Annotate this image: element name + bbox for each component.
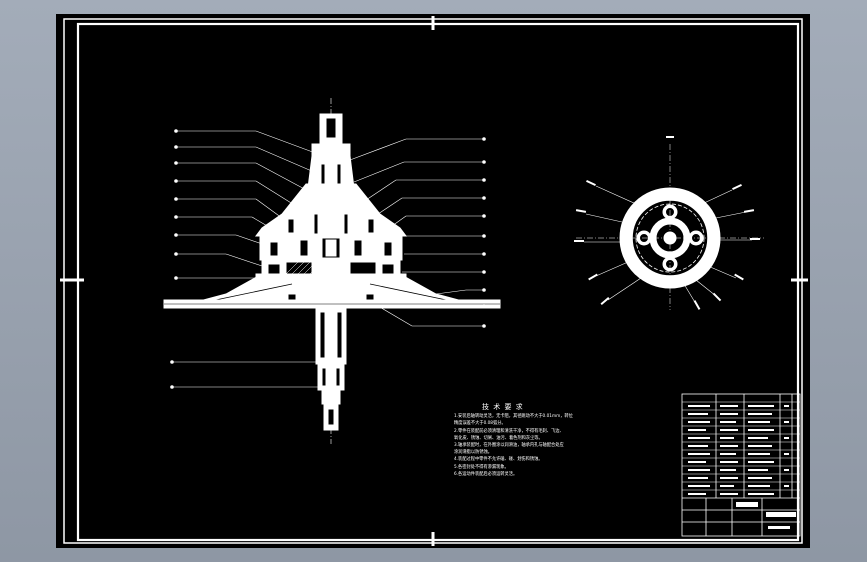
technical-requirements-heading: 技 术 要 求 — [482, 403, 524, 411]
title-block-text-marks — [688, 405, 796, 529]
title-block — [681, 393, 801, 537]
tech-note-item: 2.零件在装配前必须清理和清洗干净，不得有毛刺、飞边、 — [454, 428, 564, 434]
tech-note-item: 1.安装后轴转动灵活，无卡阻，其径跳动不大于0.01mm，转位 — [454, 414, 573, 420]
tech-note-item: 3.轴承装配时，在外圈涂以润滑油，轴承内孔与轴配合处应 — [454, 443, 564, 449]
tech-note-item: 5.各密封处不得有渗漏现象。 — [454, 464, 509, 470]
top-view — [576, 144, 764, 310]
top-view-label-marks — [574, 136, 760, 310]
section-view — [163, 98, 501, 444]
tech-note-item: 精度误差不大于0.08弧分。 — [454, 421, 506, 427]
tech-note-item: 氧化皮、锈蚀、切屑、油污、着色剂和灰尘等。 — [454, 435, 543, 441]
tech-note-item: 6.各运动件装配后必须运转灵活。 — [454, 471, 518, 477]
leaders-left — [170, 129, 320, 389]
cad-viewport[interactable]: 技 术 要 求 1.安装后轴转动灵活，无卡阻，其径跳动不大于0.01mm，转位 … — [56, 14, 810, 548]
leaders-right — [349, 137, 486, 328]
tech-note-item: 4.装配过程中零件不允许磕、碰、划伤和锈蚀。 — [454, 457, 543, 463]
assembly-drawing — [60, 16, 808, 546]
tech-note-item: 涂润滑脂以防锈蚀。 — [454, 450, 493, 456]
technical-requirements: 技 术 要 求 1.安装后轴转动灵活，无卡阻，其径跳动不大于0.01mm，转位 … — [454, 403, 654, 478]
inner-frame — [76, 22, 800, 542]
